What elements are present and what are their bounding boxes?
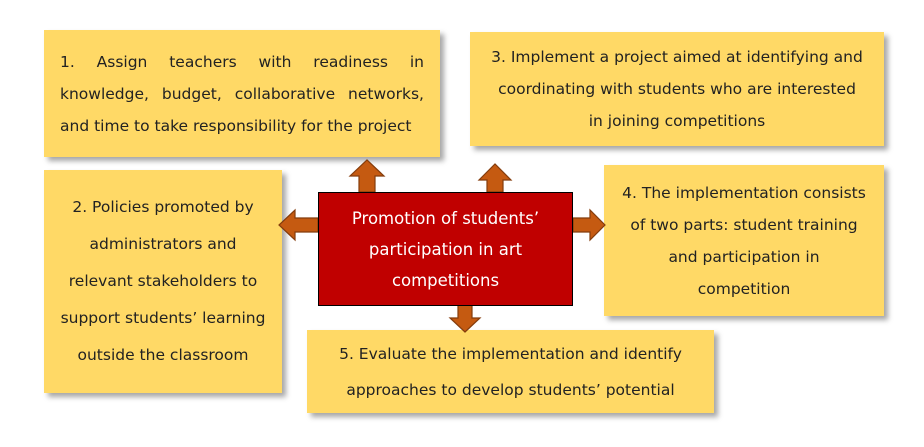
step-1-text: 1. Assign teachers with readiness in kno… [60, 52, 424, 135]
arrow-right-icon [572, 208, 606, 242]
step-1-box: 1. Assign teachers with readiness in kno… [44, 30, 440, 157]
arrow-down-icon [448, 303, 482, 333]
step-3-box: 3. Implement a project aimed at identify… [470, 32, 884, 146]
step-2-text: 2. Policies promoted by administrators a… [60, 198, 266, 364]
step-2-box: 2. Policies promoted by administrators a… [44, 170, 282, 393]
arrow-left-icon [278, 208, 319, 242]
arrow-up-icon [477, 163, 513, 193]
central-goal-text: Promotion of students’ participation in … [351, 208, 540, 290]
arrow-up-icon [348, 159, 386, 193]
central-goal-box: Promotion of students’ participation in … [318, 192, 573, 306]
step-4-box: 4. The implementation consists of two pa… [604, 165, 884, 316]
step-5-text: 5. Evaluate the implementation and ident… [339, 344, 682, 399]
step-4-text: 4. The implementation consists of two pa… [622, 183, 866, 298]
step-5-box: 5. Evaluate the implementation and ident… [307, 330, 714, 413]
step-3-text: 3. Implement a project aimed at identify… [491, 48, 863, 130]
